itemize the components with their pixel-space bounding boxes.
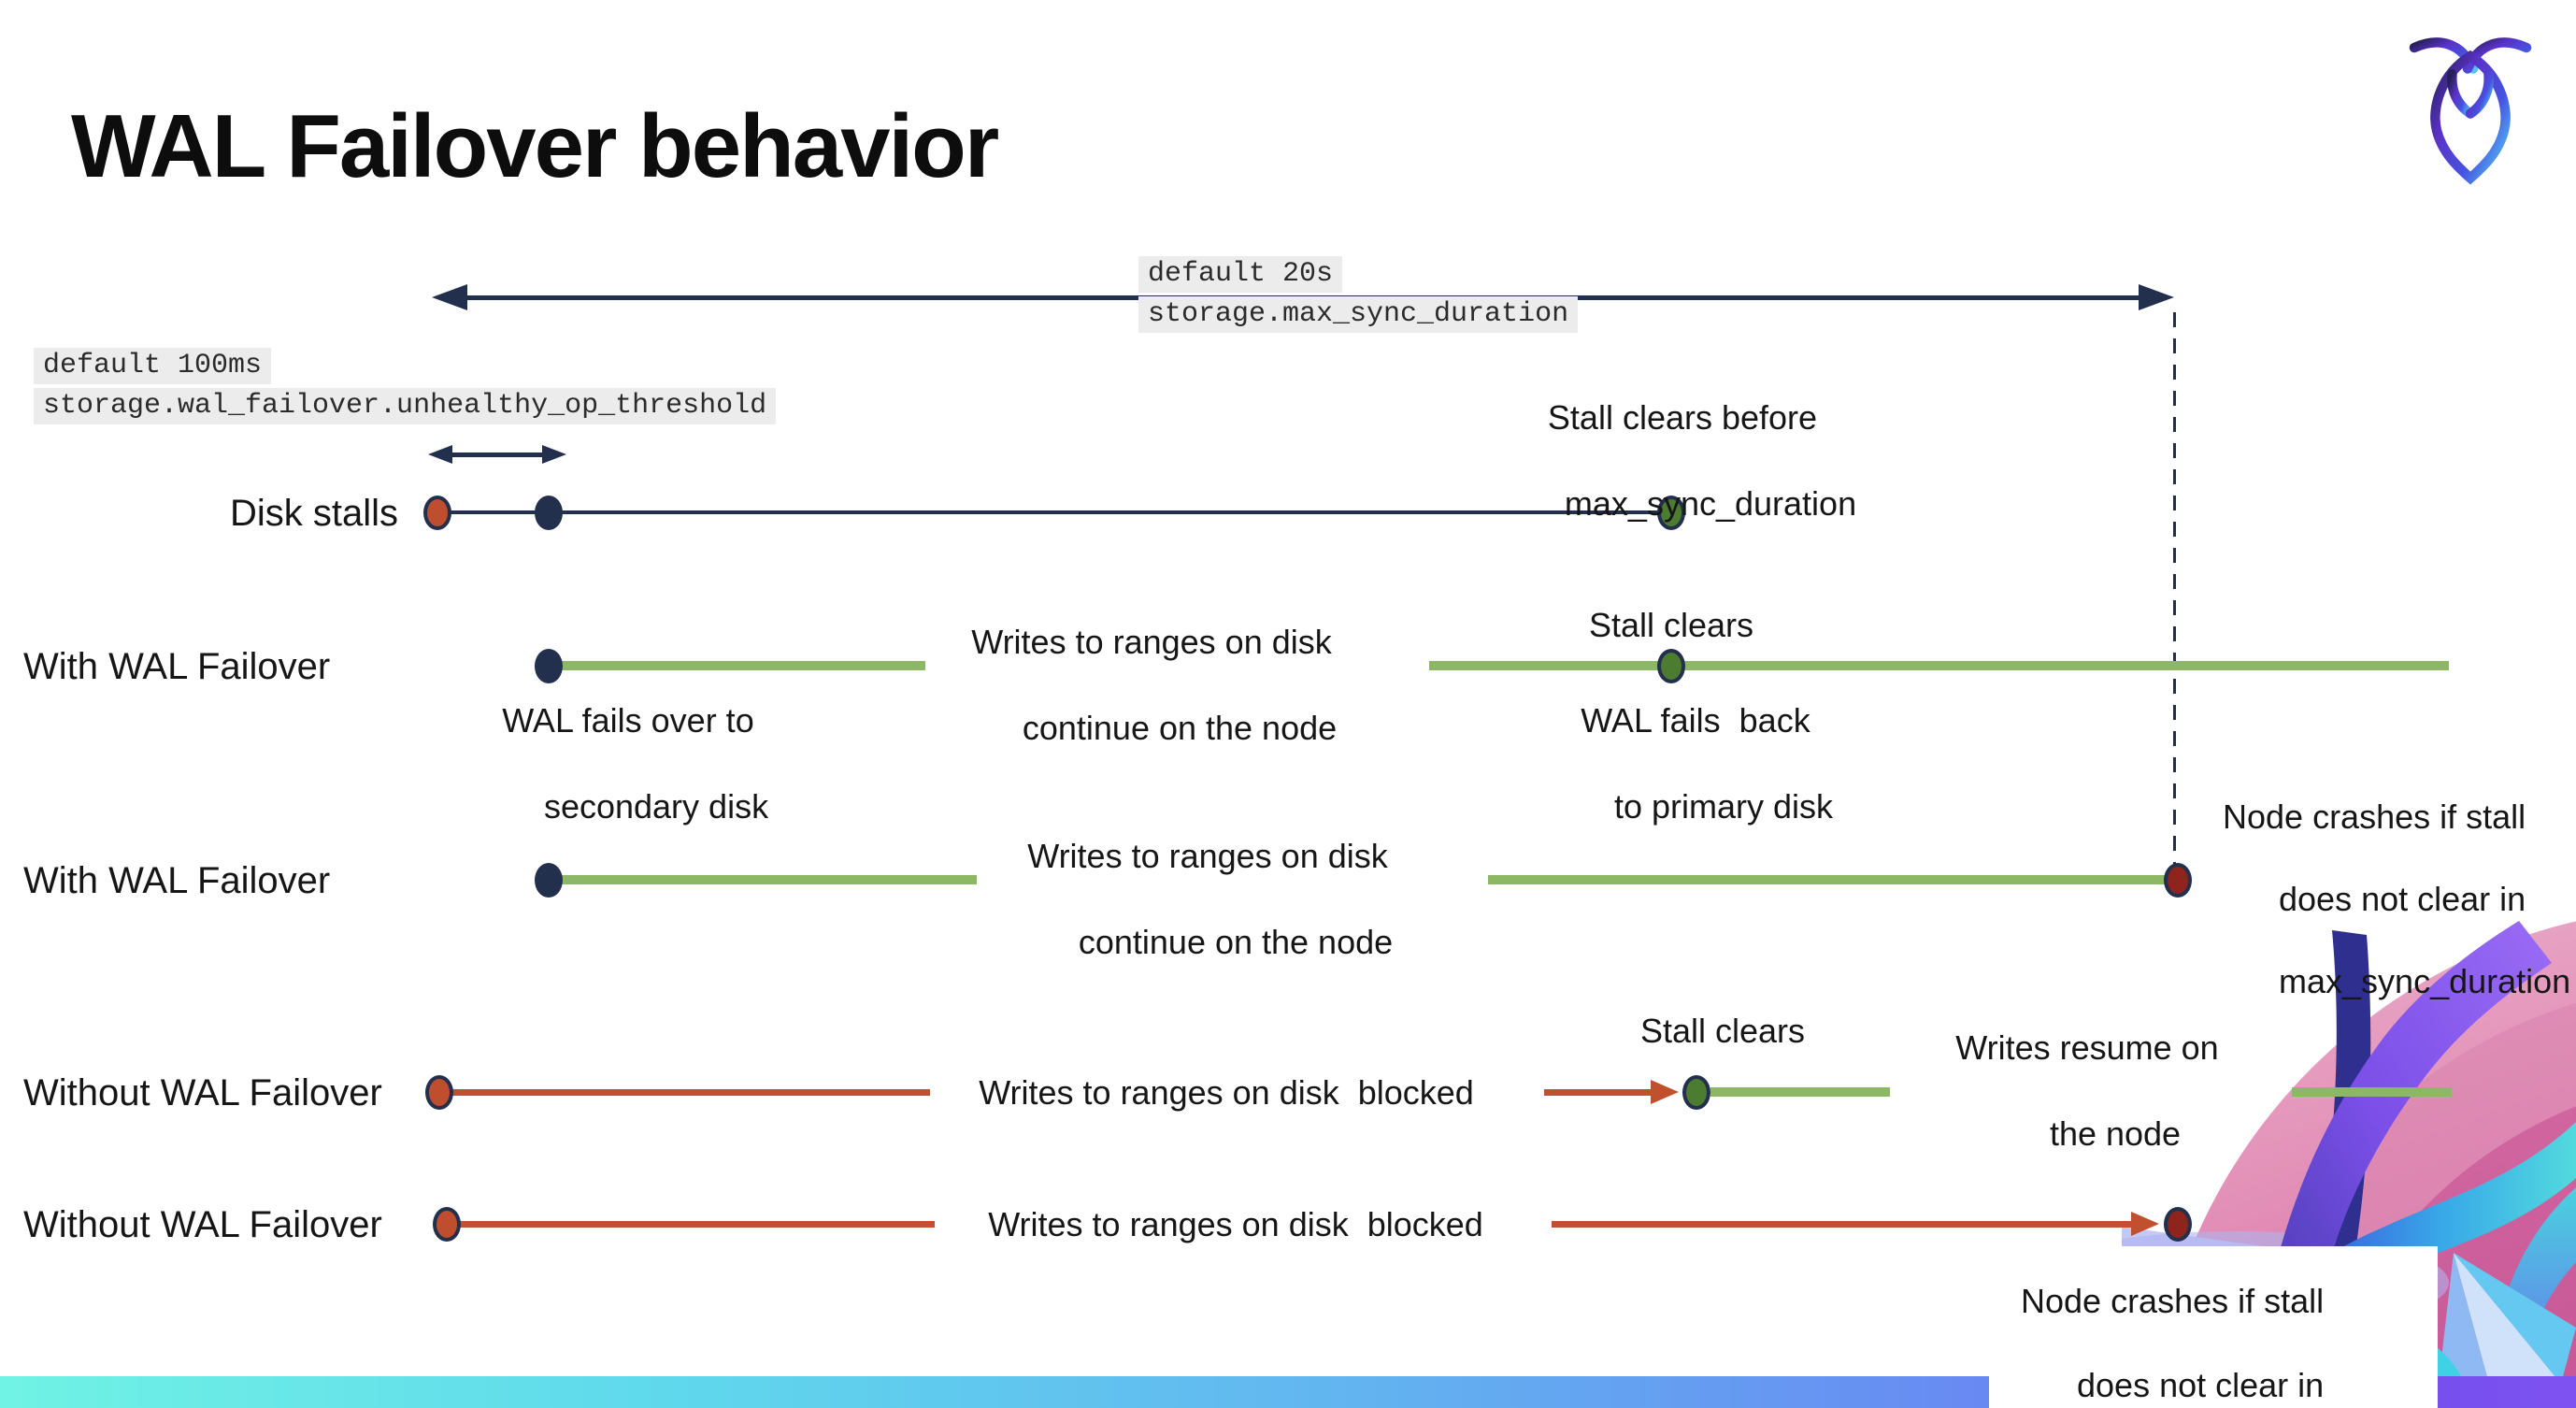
row-label: Without WAL Failover [23, 1072, 382, 1113]
text-line: Writes resume on [1955, 1028, 2219, 1067]
annotation-unhealthy-op-threshold: default 100ms storage.wal_failover.unhea… [34, 348, 777, 428]
stall-start-dot [433, 1207, 461, 1242]
arrowhead-left-icon [432, 284, 467, 310]
writes-resume-label: Writes resume on the node [1955, 1027, 2218, 1156]
annotation-line: default 20s [1138, 256, 1343, 293]
stall-timeline-line [437, 510, 1671, 514]
writes-blocked-line [458, 1221, 935, 1228]
text-line: continue on the node [1078, 923, 1394, 962]
row-label: Without WAL Failover [23, 1204, 382, 1245]
text-line: Node crashes if stall [2223, 797, 2526, 836]
text-line: Writes to ranges on disk [1027, 837, 1388, 875]
arrow-shaft [449, 453, 546, 457]
text-line: WAL fails back [1581, 701, 1810, 740]
text-line: WAL fails over to [502, 701, 754, 740]
text-line: continue on the node [1022, 709, 1338, 748]
red-arrowhead-icon [2131, 1212, 2159, 1236]
text-line: max_sync_duration [2279, 961, 2571, 1000]
writes-continue-label: Writes to ranges on disk continue on the… [1023, 835, 1393, 964]
arrowhead-right-icon [542, 445, 566, 464]
writes-blocked-label: Writes to ranges on disk blocked [979, 1073, 1474, 1112]
stall-start-dot [425, 1075, 453, 1110]
arrowhead-left-icon [428, 445, 452, 464]
writes-continue-label: Writes to ranges on disk continue on the… [966, 621, 1337, 750]
failover-dot [535, 863, 563, 898]
text-line: max_sync_duration [1564, 484, 1857, 524]
text-line: does not clear in [2077, 1366, 2325, 1404]
arrowhead-right-icon [2139, 284, 2174, 310]
text-line: Node crashes if stall [2021, 1282, 2325, 1320]
text-line: to primary disk [1613, 787, 1834, 826]
cockroachdb-logo-icon [2409, 37, 2532, 185]
row-label: With WAL Failover [23, 860, 331, 901]
writes-blocked-line [1552, 1221, 2131, 1228]
page-title: WAL Failover behavior [71, 96, 999, 197]
stall-clears-dot [1657, 496, 1685, 530]
annotation-line: storage.max_sync_duration [1138, 296, 1579, 333]
wal-fails-back-label: WAL fails back to primary disk [1558, 699, 1833, 828]
text-line: does not clear in [2279, 879, 2526, 918]
node-crash-dot [2164, 863, 2192, 898]
stall-clears-label: Stall clears [1588, 606, 1754, 644]
node-crash-dot [2164, 1207, 2192, 1242]
dashed-crash-line [2173, 312, 2176, 864]
stall-clears-dot [1657, 649, 1685, 683]
failover-dot [535, 649, 563, 683]
text-line: secondary disk [543, 787, 769, 826]
annotation-line: storage.wal_failover.unhealthy_op_thresh… [34, 388, 777, 424]
red-arrowhead-icon [1651, 1080, 1679, 1104]
stall-clears-label: Stall clears [1639, 1012, 1806, 1050]
node-crash-callout-box: Node crashes if stall does not clear in … [1989, 1246, 2438, 1408]
text-line: the node [2049, 1114, 2182, 1154]
writes-resume-line [1710, 1087, 1890, 1097]
writes-continue-line [561, 875, 977, 884]
node-crashes-label: Node crashes if stall does not clear in … [1989, 1246, 2438, 1408]
row-label: Disk stalls [230, 493, 399, 534]
annotation-line: default 100ms [34, 348, 272, 384]
writes-resume-line [2292, 1087, 2452, 1097]
writes-continue-line [1429, 661, 2449, 670]
writes-continue-line [561, 661, 925, 670]
stall-clears-before-label: Stall clears before max_sync_duration [1509, 396, 1856, 525]
stall-start-dot [423, 496, 451, 530]
writes-continue-line [1488, 875, 2167, 884]
writes-blocked-line [451, 1089, 930, 1096]
text-line: Stall clears before [1547, 398, 1818, 437]
wal-fails-over-label: WAL fails over to secondary disk [488, 699, 768, 828]
annotation-max-sync-duration: default 20s storage.max_sync_duration [1138, 256, 1579, 337]
text-line: Writes to ranges on disk [971, 623, 1332, 661]
threshold-dot [535, 496, 563, 530]
writes-blocked-line [1544, 1089, 1651, 1096]
writes-blocked-label: Writes to ranges on disk blocked [988, 1205, 1483, 1243]
node-crashes-label: Node crashes if stall does not clear in … [2223, 797, 2570, 1002]
row-label: With WAL Failover [23, 646, 331, 687]
stall-clears-dot [1682, 1075, 1710, 1110]
